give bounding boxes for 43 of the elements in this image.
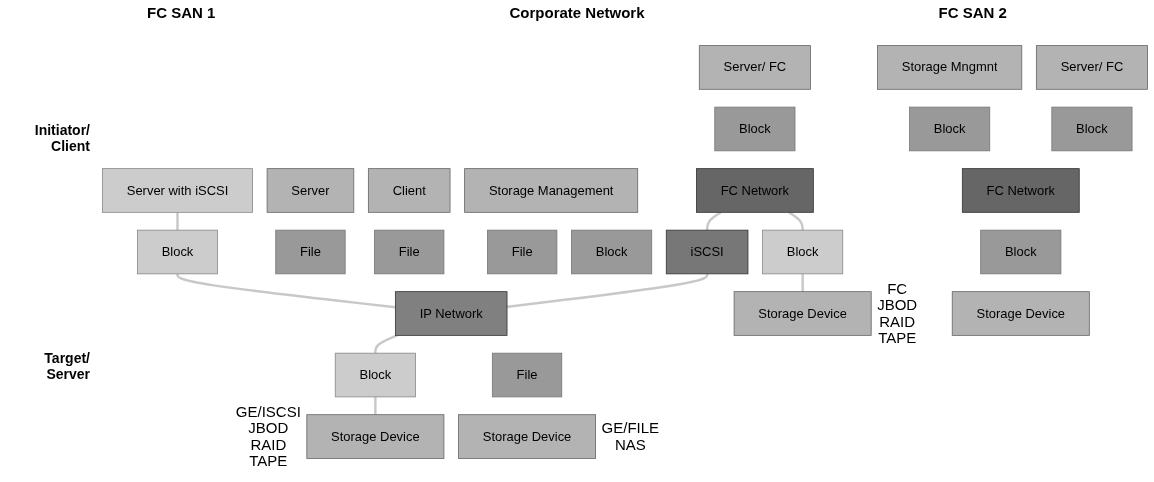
node-box: Server/ FC — [1035, 45, 1148, 90]
connector — [506, 273, 709, 308]
node-box: Block — [571, 229, 653, 275]
node-box: IP Network — [394, 291, 508, 336]
node-box: iSCSI — [665, 229, 749, 275]
node-box: Storage Management — [464, 168, 639, 213]
node-box: FC Network — [696, 168, 814, 213]
node-box: File — [275, 229, 346, 275]
node-box: Block — [334, 352, 416, 398]
node-box: Storage Mngmnt — [877, 45, 1023, 90]
side-note: GE/ISCSI JBOD RAID TAPE — [235, 403, 301, 470]
connector — [801, 273, 804, 292]
node-box: Storage Device — [951, 291, 1090, 336]
node-box: Server/ FC — [698, 45, 811, 90]
node-box: Block — [136, 229, 219, 275]
connector — [374, 396, 377, 415]
column-heading: FC SAN 2 — [938, 3, 1007, 21]
node-box: File — [487, 229, 558, 275]
connector — [176, 212, 179, 231]
node-box: Storage Device — [306, 414, 445, 459]
node-box: File — [491, 352, 563, 398]
node-box: Storage Device — [458, 414, 596, 459]
row-heading: Target/ Server — [43, 350, 90, 382]
node-box: File — [374, 229, 445, 275]
connector — [374, 334, 398, 354]
side-note: FC JBOD RAID TAPE — [877, 280, 918, 347]
connector — [176, 273, 396, 309]
connector — [788, 211, 804, 231]
node-box: Storage Device — [733, 291, 872, 336]
node-box: Block — [714, 106, 796, 152]
row-heading: Initiator/ Client — [33, 122, 90, 154]
node-box: Server — [266, 168, 355, 213]
connector — [705, 211, 722, 231]
node-box: Block — [1051, 106, 1133, 152]
column-heading: FC SAN 1 — [147, 3, 216, 21]
node-box: Block — [980, 229, 1062, 275]
column-heading: Corporate Network — [509, 3, 645, 21]
side-note: GE/FILE NAS — [601, 420, 660, 454]
node-box: Block — [762, 229, 844, 275]
node-box: Block — [909, 106, 991, 152]
node-box: FC Network — [961, 168, 1080, 213]
node-box: Client — [367, 168, 451, 213]
node-box: Server with iSCSI — [102, 168, 253, 213]
